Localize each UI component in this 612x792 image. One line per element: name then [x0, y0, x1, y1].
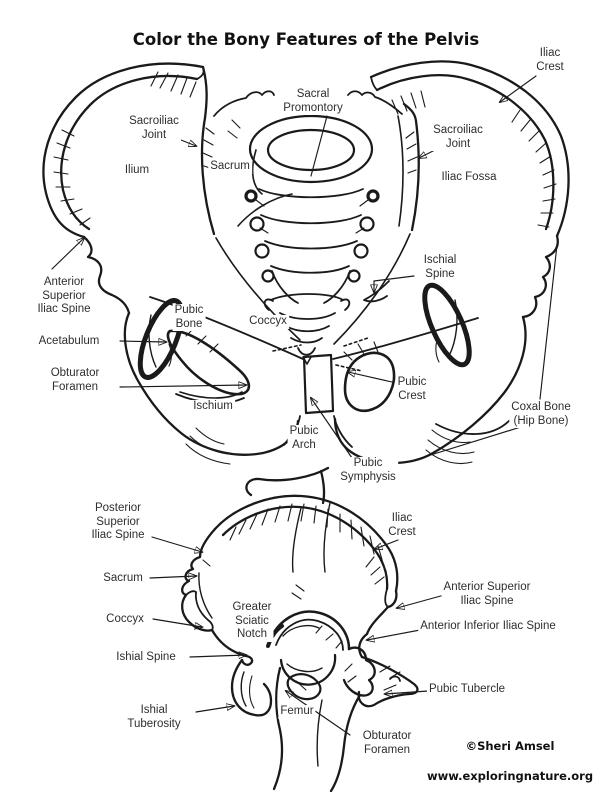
- label-iliac-fossa: Iliac Fossa: [439, 171, 499, 185]
- leader-acetabulum: [119, 341, 166, 342]
- leader-pubic-tubercle: [385, 691, 429, 694]
- leader-iliac-crest-side: [375, 539, 399, 549]
- leader-coxal-bone-lower: [407, 425, 525, 463]
- label-acetabulum: Acetabulum: [36, 335, 102, 349]
- front-view-art: [42, 60, 570, 465]
- label-pubic-tubercle: Pubic Tubercle: [426, 683, 508, 697]
- credit-website: www.exploringnature.org: [426, 769, 594, 783]
- credit-author: ©Sheri Amsel: [465, 739, 555, 753]
- label-psis: Posterior Superior Iliac Spine: [89, 502, 147, 543]
- label-sacral-promontory: Sacral Promontory: [281, 88, 345, 115]
- leader-psis: [151, 536, 202, 552]
- label-pubic-arch: Pubic Arch: [287, 425, 321, 452]
- leader-pubic-crest: [348, 372, 393, 383]
- label-obturator-side: Obturator Foramen: [360, 730, 414, 757]
- leader-pubic-symphysis: [311, 398, 353, 459]
- label-sacroiliac-left: Sacroiliac Joint: [127, 115, 181, 142]
- label-ishial-tuberosity: Ishial Tuberosity: [125, 704, 183, 731]
- label-ischium: Ischium: [191, 400, 235, 414]
- page-title: Color the Bony Features of the Pelvis: [132, 30, 480, 49]
- label-femur: Femur: [278, 705, 316, 719]
- leader-asis-side: [397, 593, 449, 608]
- leader-coxal-bone-upper: [539, 244, 558, 400]
- label-coccyx-side: Coccyx: [104, 613, 146, 627]
- leader-sacrum-side: [149, 576, 196, 578]
- leader-obturator-side: [286, 691, 351, 736]
- leader-obturator-front: [119, 385, 246, 387]
- label-pubic-bone: Pubic Bone: [172, 304, 206, 331]
- label-greater-sciatic-notch: Greater Sciatic Notch: [230, 601, 274, 642]
- label-ischial-spine-front: Ischial Spine: [421, 254, 459, 281]
- leader-ishial-spine-side: [189, 655, 246, 657]
- credit: ©Sheri Amsel www.exploringnature.org: [427, 724, 593, 784]
- leader-iliac-crest-front: [500, 75, 537, 102]
- label-pubic-symphysis: Pubic Symphysis: [338, 457, 398, 484]
- front-hatching: [53, 71, 557, 465]
- leader-ishial-tuberosity: [195, 706, 234, 713]
- leader-asis-front: [51, 238, 84, 270]
- label-obturator-front: Obturator Foramen: [48, 367, 102, 394]
- label-asis-front: Anterior Superior Iliac Spine: [35, 276, 93, 317]
- label-pubic-crest: Pubic Crest: [395, 376, 429, 403]
- label-iliac-crest-front: Iliac Crest: [534, 47, 566, 74]
- label-coccyx-front: Coccyx: [247, 315, 289, 329]
- side-view-art: [181, 466, 419, 792]
- label-coxal-bone: Coxal Bone (Hip Bone): [509, 401, 573, 428]
- label-ishial-spine: Ishial Spine: [114, 651, 178, 665]
- leader-coccyx-side: [152, 618, 202, 627]
- leader-sacral-promontory: [310, 115, 328, 177]
- label-ilium: Ilium: [122, 164, 152, 178]
- label-sacrum-side: Sacrum: [101, 572, 145, 586]
- label-sacrum-front: Sacrum: [208, 160, 252, 174]
- label-sacroiliac-right: Sacroiliac Joint: [431, 124, 485, 151]
- label-iliac-crest-side: Iliac Crest: [386, 512, 418, 539]
- leader-ischial-spine-front: [374, 275, 415, 292]
- side-hatching: [202, 503, 401, 691]
- label-aiis: Anterior Inferior Iliac Spine: [418, 620, 558, 634]
- label-asis-side: Anterior Superior Iliac Spine: [441, 581, 533, 608]
